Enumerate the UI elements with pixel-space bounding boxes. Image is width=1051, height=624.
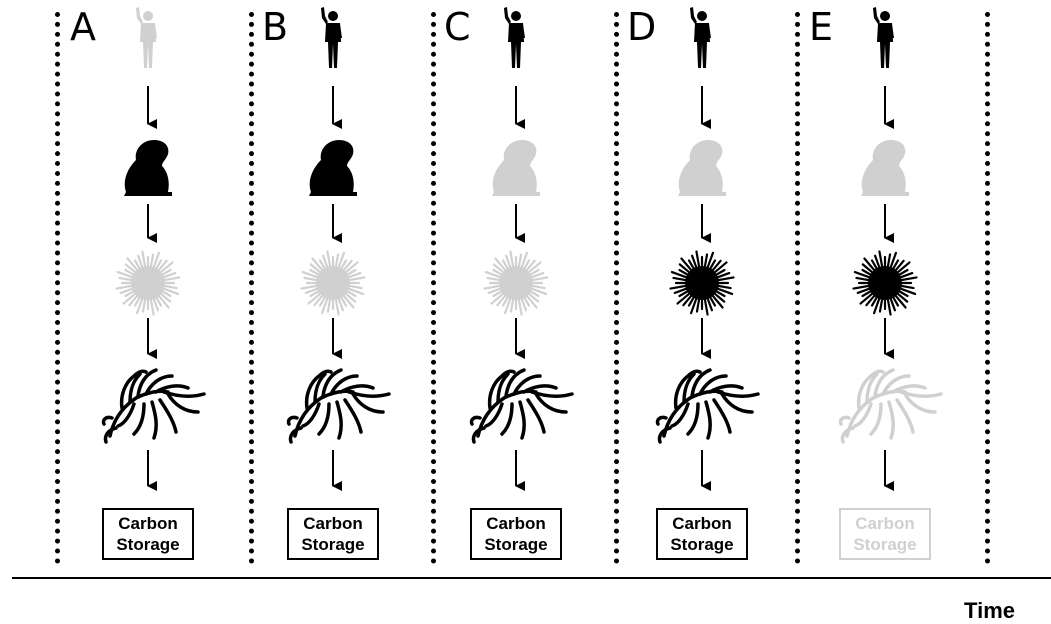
kelp-icon xyxy=(657,370,758,442)
panel-divider xyxy=(249,12,254,564)
kelp-icon xyxy=(288,370,389,442)
sea-otter-icon xyxy=(124,140,172,196)
sea-otter-icon xyxy=(678,140,726,196)
panel-divider xyxy=(431,12,436,564)
panel-letter: C xyxy=(444,8,471,46)
sea-urchin-icon xyxy=(670,251,733,314)
sea-urchin-icon xyxy=(484,251,547,314)
human-icon xyxy=(873,7,894,68)
human-icon xyxy=(504,7,525,68)
sea-otter-icon xyxy=(861,140,909,196)
sea-otter-icon xyxy=(309,140,357,196)
sea-otter-icon xyxy=(492,140,540,196)
kelp-icon xyxy=(471,370,572,442)
panel-letter: D xyxy=(627,8,656,46)
panel-divider xyxy=(614,12,619,564)
carbon-storage-box: Carbon Storage xyxy=(470,508,562,560)
carbon-storage-box: Carbon Storage xyxy=(839,508,931,560)
panel-letter: B xyxy=(262,8,288,46)
panel-divider xyxy=(985,12,990,564)
human-icon xyxy=(136,7,157,68)
kelp-icon xyxy=(840,370,941,442)
kelp-icon xyxy=(103,370,204,442)
carbon-storage-box: Carbon Storage xyxy=(287,508,379,560)
time-label: Time xyxy=(964,598,1015,624)
carbon-storage-box: Carbon Storage xyxy=(656,508,748,560)
panel-divider xyxy=(55,12,60,564)
sea-urchin-icon xyxy=(301,251,364,314)
carbon-storage-box: Carbon Storage xyxy=(102,508,194,560)
human-icon xyxy=(321,7,342,68)
sea-urchin-icon xyxy=(116,251,179,314)
panel-divider xyxy=(795,12,800,564)
panel-letter: E xyxy=(809,8,833,46)
sea-urchin-icon xyxy=(853,251,916,314)
human-icon xyxy=(690,7,711,68)
panel-letter: A xyxy=(70,8,96,46)
time-axis xyxy=(12,577,1051,579)
